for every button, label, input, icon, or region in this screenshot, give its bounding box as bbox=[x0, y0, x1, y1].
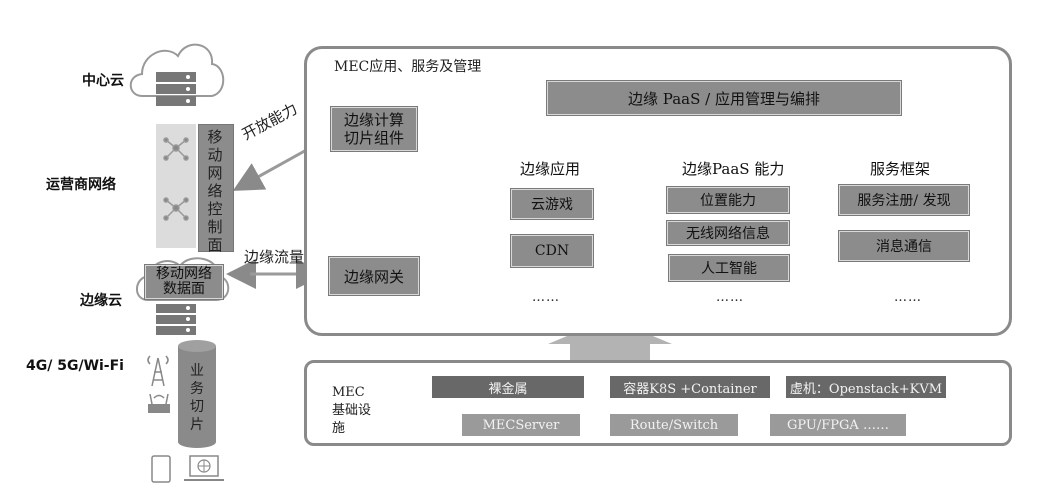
route-switch-box: Route/Switch bbox=[610, 414, 738, 436]
ai-box: 人工智能 bbox=[668, 254, 790, 282]
radio-network-info-box: 无线网络信息 bbox=[666, 220, 790, 246]
edge-paas-capability-title: 边缘PaaS 能力 bbox=[682, 160, 785, 178]
mobile-control-plane-box bbox=[198, 124, 234, 252]
container-box: 容器K8S +Container bbox=[610, 376, 770, 398]
service-slice-label: 业务切片 bbox=[190, 363, 204, 433]
mobile-control-plane-label: 移动网络控制面 bbox=[207, 128, 223, 254]
bare-metal-box: 裸金属 bbox=[432, 376, 584, 398]
service-framework-more: …… bbox=[894, 290, 922, 305]
edge-traffic-label: 边缘流量 bbox=[244, 248, 305, 266]
service-framework-title: 服务框架 bbox=[870, 160, 931, 178]
access-label: 4G/ 5G/Wi-Fi bbox=[26, 358, 124, 374]
edge-gateway-box: 边缘网关 bbox=[328, 256, 420, 296]
edge-cloud-label: 边缘云 bbox=[80, 293, 122, 309]
mobile-data-plane-label: 移动网络数据面 bbox=[156, 266, 212, 297]
location-capability-box: 位置能力 bbox=[666, 186, 790, 214]
mobile-data-plane-box: 移动网络数据面 bbox=[144, 264, 224, 300]
service-registry-box: 服务注册/ 发现 bbox=[838, 184, 970, 216]
vm-box: 虚机：Openstack+KVM bbox=[786, 376, 946, 398]
edge-app-more: …… bbox=[532, 290, 560, 305]
mec-panel-title: MEC应用、服务及管理 bbox=[334, 59, 482, 75]
central-cloud-label: 中心云 bbox=[82, 73, 124, 89]
gpu-fpga-box: GPU/FPGA …… bbox=[770, 414, 906, 436]
cdn-box: CDN bbox=[510, 234, 594, 268]
slice-component-label: 边缘计算 切片组件 bbox=[343, 111, 404, 147]
messaging-box: 消息通信 bbox=[838, 230, 970, 262]
edge-paas-bar: 边缘 PaaS / 应用管理与编排 bbox=[546, 80, 902, 116]
mec-server-box: MECServer bbox=[462, 414, 580, 436]
edge-paas-more: …… bbox=[716, 290, 744, 305]
edge-app-title: 边缘应用 bbox=[520, 160, 581, 178]
operator-network-label: 运营商网络 bbox=[46, 177, 116, 193]
infra-up-arrow bbox=[548, 318, 672, 362]
infra-panel-title: MEC 基础设施 bbox=[332, 385, 372, 436]
cloud-gaming-box: 云游戏 bbox=[510, 188, 594, 220]
slice-component-box: 边缘计算 切片组件 bbox=[330, 106, 418, 152]
